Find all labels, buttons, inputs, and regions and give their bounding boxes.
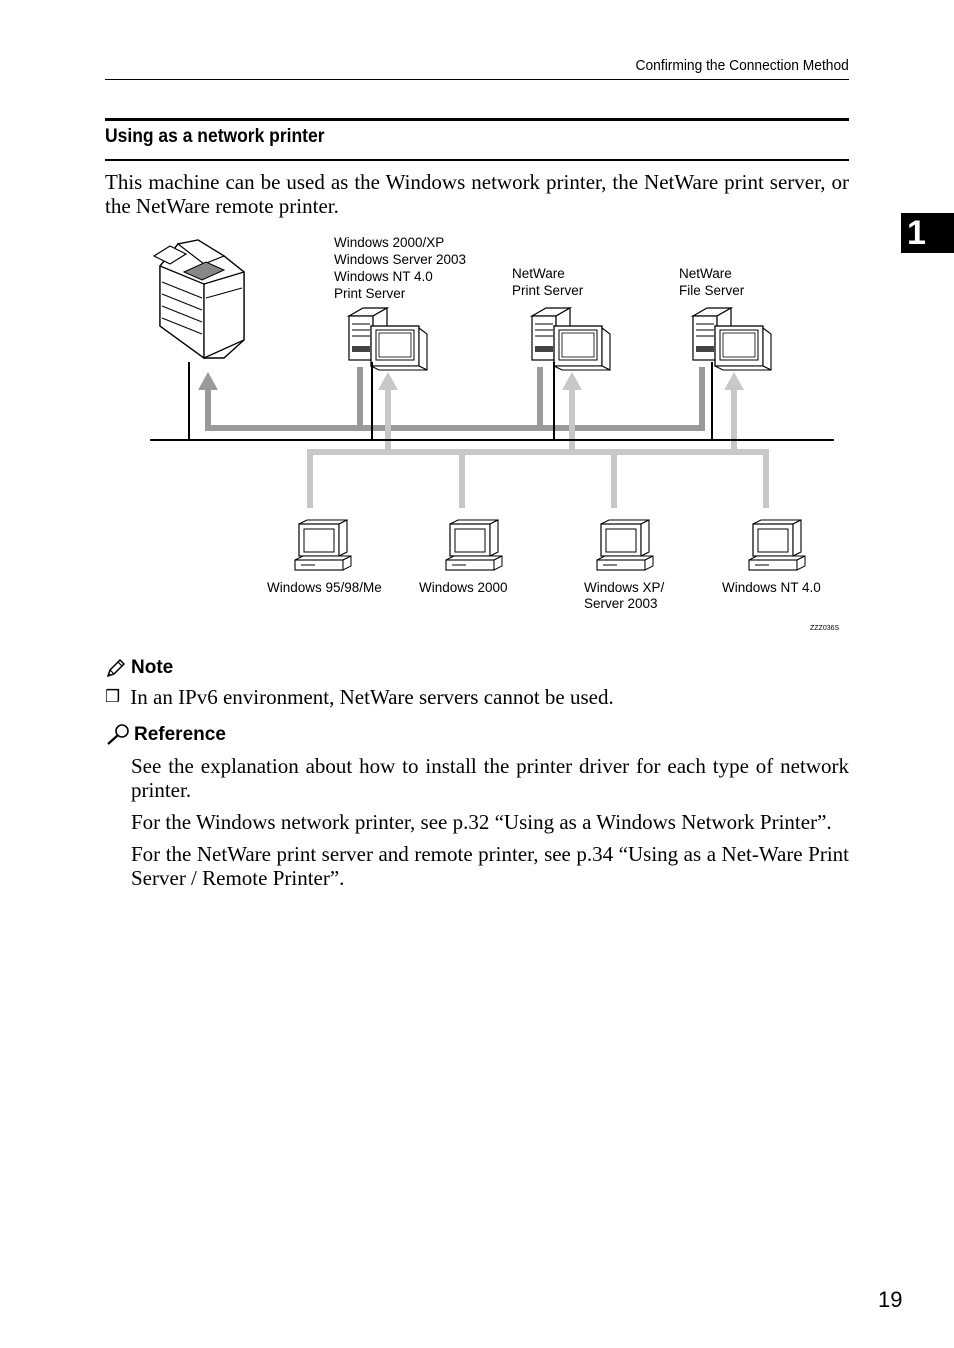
note-item-text: In an IPv6 environment, NetWare servers …: [130, 685, 614, 709]
reference-heading-label: Reference: [134, 724, 226, 745]
client-pc-icon: [445, 519, 503, 571]
note-item: ❒ In an IPv6 environment, NetWare server…: [105, 684, 849, 710]
header-rule: [105, 79, 849, 80]
checkbox-icon: ❒: [105, 687, 121, 707]
client-pc-icon: [748, 519, 806, 571]
server-label: NetWare File Server: [679, 266, 745, 298]
note-heading-label: Note: [131, 657, 174, 678]
reference-body: See the explanation about how to install…: [131, 754, 849, 898]
running-header: Confirming the Connection Method: [635, 57, 849, 74]
note-heading: Note: [105, 657, 173, 679]
reference-heading: Reference: [105, 723, 226, 747]
chapter-tab: 1: [901, 213, 954, 253]
pencil-icon: [106, 658, 126, 678]
server-label: Windows 2000/XP Windows Server 2003 Wind…: [334, 235, 470, 301]
section-title: Using as a network printer: [105, 126, 325, 147]
page-number: 19: [878, 1287, 903, 1312]
reference-paragraph: For the NetWare print server and remote …: [131, 842, 849, 890]
network-diagram: Windows 2000/XP Windows Server 2003 Wind…: [150, 235, 840, 632]
server-icon: [348, 307, 428, 371]
server-icon: [531, 307, 611, 371]
server-icon: [692, 307, 772, 371]
client-label: Windows 2000: [419, 580, 508, 595]
figure-code: ZZZ036S: [810, 625, 840, 632]
client-pc-icon: [596, 519, 654, 571]
section-rule-bottom: [105, 159, 849, 161]
client-pc-icon: [294, 519, 352, 571]
server-label: NetWare Print Server: [512, 266, 584, 298]
section-rule-top: [105, 118, 849, 121]
client-label: Windows 95/98/Me: [267, 580, 382, 595]
magnifier-icon: [107, 724, 129, 745]
client-label: Windows NT 4.0: [722, 580, 821, 595]
network-bus: [150, 362, 834, 441]
connection-paths: [205, 367, 769, 508]
arrowheads: [198, 372, 744, 390]
printer-icon: [152, 239, 245, 360]
intro-paragraph: This machine can be used as the Windows …: [105, 170, 849, 218]
reference-paragraph: See the explanation about how to install…: [131, 754, 849, 802]
client-label: Windows XP/ Server 2003: [584, 580, 668, 611]
reference-paragraph: For the Windows network printer, see p.3…: [131, 810, 832, 834]
